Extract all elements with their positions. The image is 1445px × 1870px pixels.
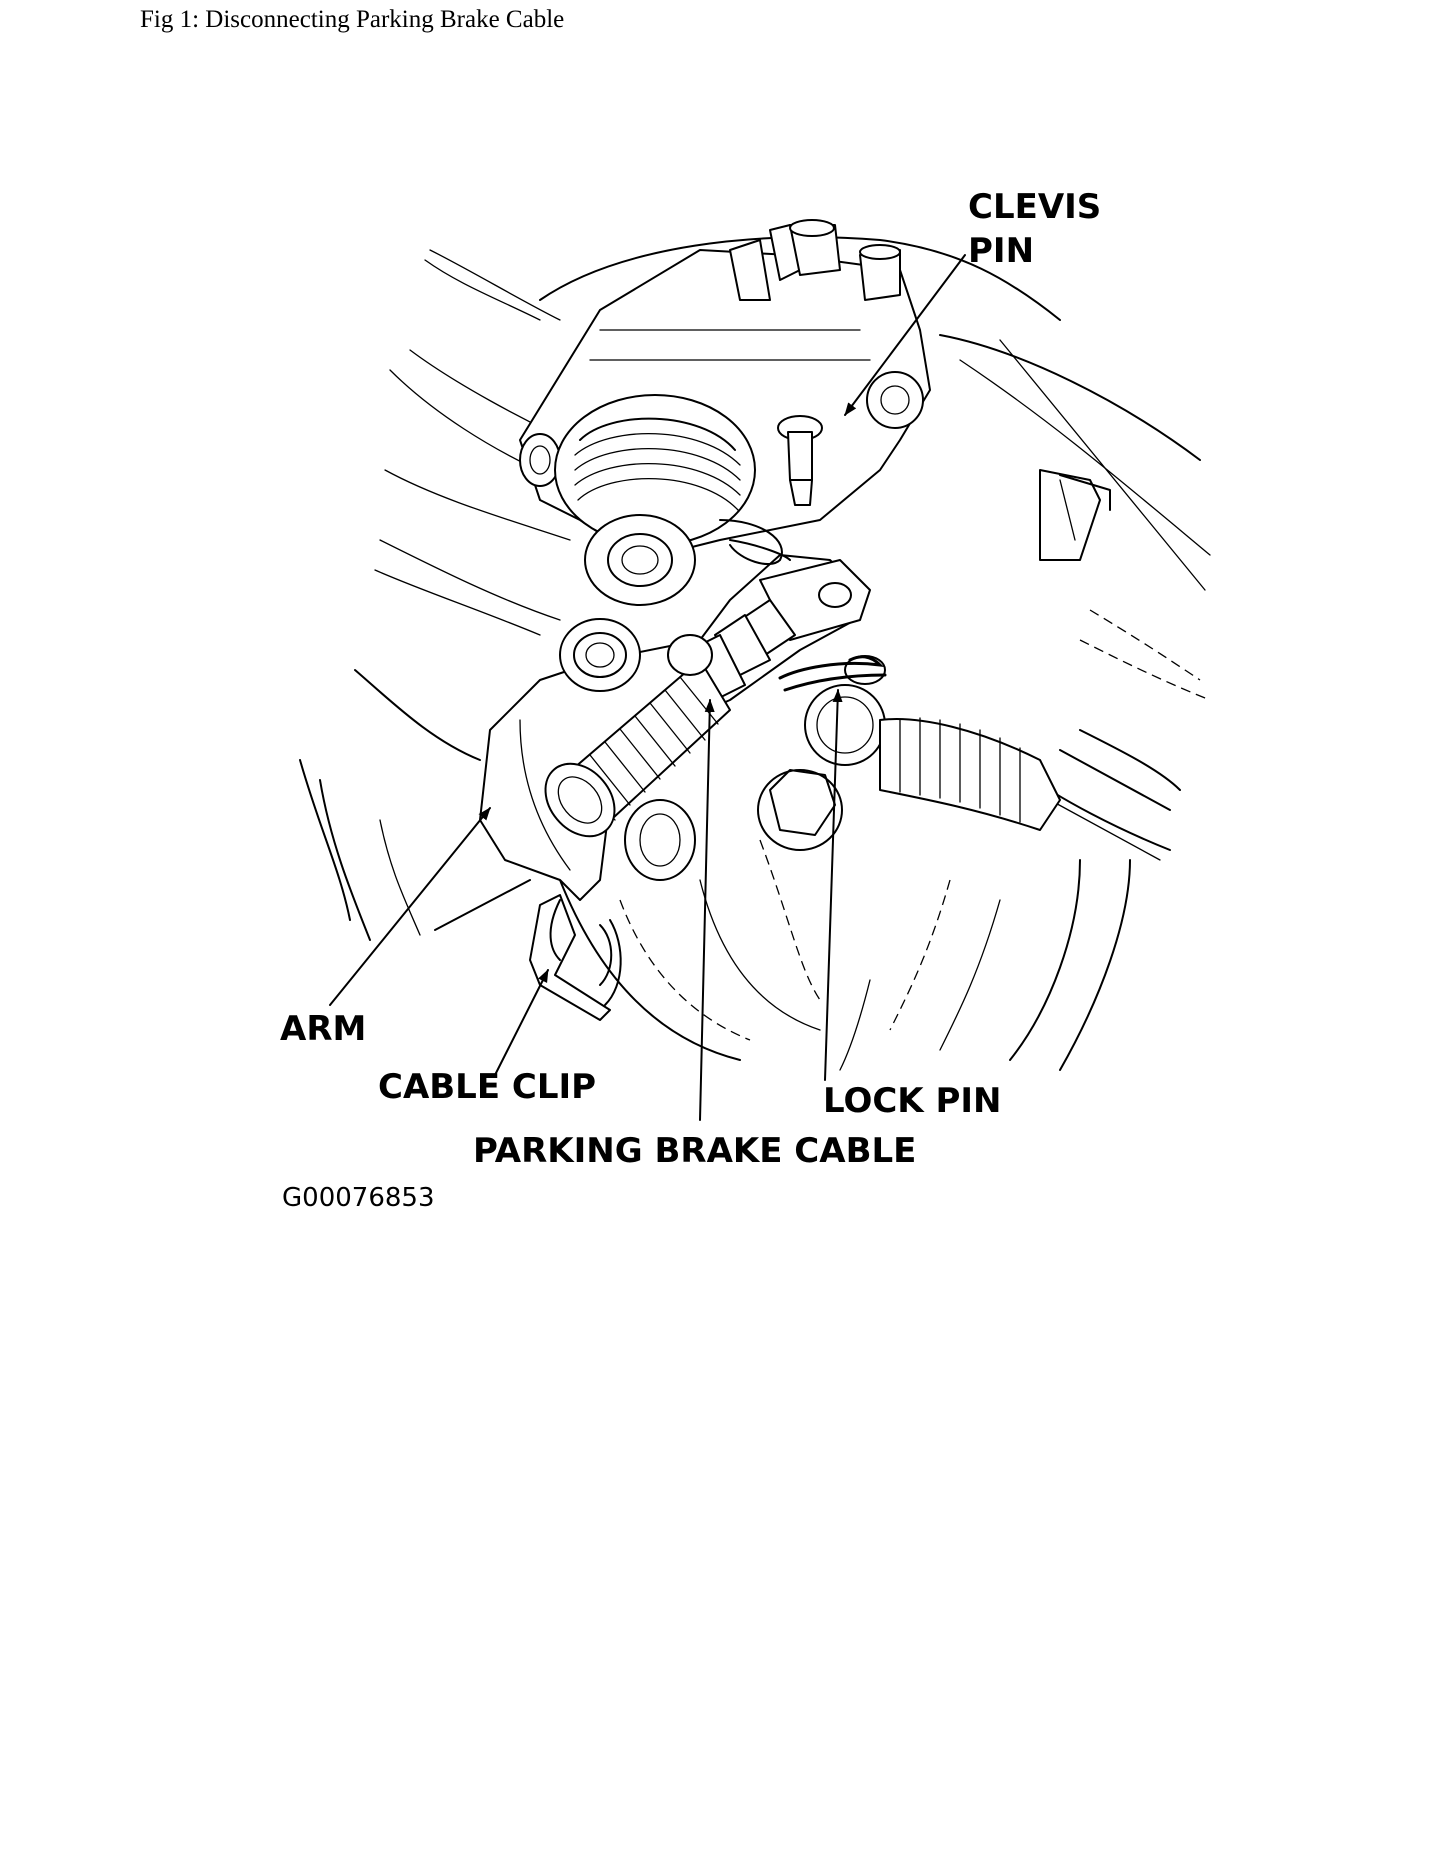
leader-lines [329, 254, 966, 1121]
image-code: G00076853 [282, 1183, 434, 1213]
label-parking-brake-cable: PARKING BRAKE CABLE [473, 1131, 916, 1171]
bleeder-bolts [729, 219, 901, 301]
figure-caption: Fig 1: Disconnecting Parking Brake Cable [140, 6, 565, 33]
label-clevis-pin-line2: PIN [968, 231, 1034, 271]
clevis-pin [777, 415, 823, 506]
mounting-bolts [559, 618, 843, 881]
piston-boss [554, 394, 756, 606]
label-lock-pin: LOCK PIN [823, 1081, 1002, 1121]
lock-pin [778, 655, 887, 766]
label-arm: ARM [280, 1009, 366, 1049]
label-cable-clip: CABLE CLIP [378, 1067, 596, 1107]
parking-brake-cable [544, 599, 1061, 838]
label-clevis-pin-line1: CLEVIS [968, 187, 1101, 227]
cable-clip [529, 894, 622, 1021]
